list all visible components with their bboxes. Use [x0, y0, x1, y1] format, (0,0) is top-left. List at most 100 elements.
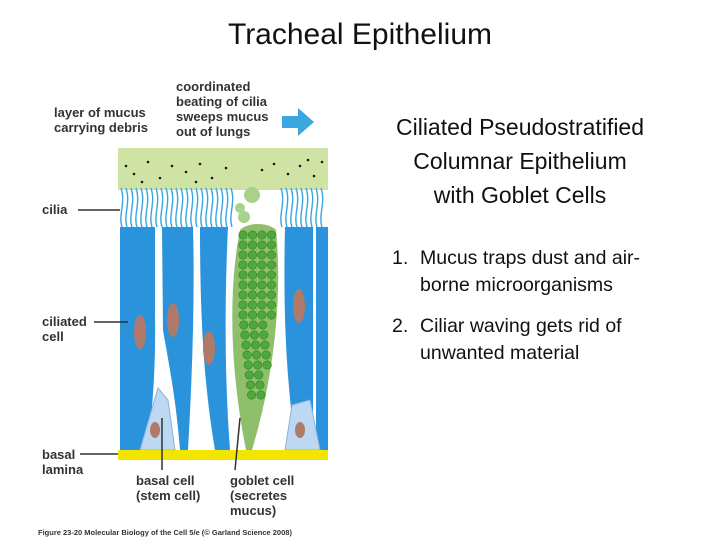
goblet-cell-leader [234, 417, 241, 471]
granule [247, 390, 257, 400]
cilium [215, 187, 219, 228]
slide-title: Tracheal Epithelium [227, 18, 492, 51]
cilium [145, 187, 149, 228]
cilium [280, 187, 284, 228]
granule [258, 320, 268, 330]
debris-dots [124, 158, 324, 184]
cilia-group [120, 187, 324, 228]
granule [260, 340, 270, 350]
cilium [205, 187, 209, 228]
debris-dot [124, 164, 128, 168]
granule [238, 310, 248, 320]
granule [251, 340, 261, 350]
cilium [160, 187, 164, 228]
basal-nucleus-2 [295, 422, 305, 438]
granule [238, 300, 248, 310]
nucleus-1 [134, 315, 146, 349]
epithelium-figure: layer of mucus carrying debris coordinat… [30, 70, 340, 540]
debris-dot [198, 162, 202, 166]
granule [267, 280, 277, 290]
granule [257, 290, 267, 300]
cilium [290, 187, 294, 228]
secreted-vesicle-1 [244, 187, 260, 203]
basal-nucleus-1 [150, 422, 160, 438]
granule [262, 360, 272, 370]
granule [257, 240, 267, 250]
debris-dot [312, 174, 316, 178]
debris-dot [298, 164, 302, 168]
granule [238, 240, 248, 250]
cilium [140, 187, 144, 228]
granule [248, 290, 258, 300]
label-basal-cell: basal cell (stem cell) [136, 473, 201, 503]
epithelium-illustration [78, 108, 328, 471]
function-list: 1. Mucus traps dust and air- borne micro… [380, 245, 680, 381]
debris-dot [210, 176, 214, 180]
granule [257, 280, 267, 290]
debris-dot [158, 176, 162, 180]
ciliated-cell-2 [162, 227, 194, 450]
granule [238, 290, 248, 300]
granule [248, 280, 258, 290]
cilium [295, 187, 299, 228]
list-item: 1. Mucus traps dust and air- borne micro… [392, 247, 641, 296]
ciliated-cell-5 [316, 227, 328, 450]
granule [257, 260, 267, 270]
debris-dot [140, 180, 144, 184]
cilium [125, 187, 129, 228]
granule [257, 250, 267, 260]
granule [240, 330, 250, 340]
epithelium-heading: Ciliated Pseudostratified Columnar Epith… [395, 114, 645, 208]
figure-caption: Figure 23-20 Molecular Biology of the Ce… [38, 528, 292, 537]
cilium [230, 187, 234, 228]
debris-dot [146, 160, 150, 164]
granule [259, 330, 269, 340]
granule [248, 230, 258, 240]
cilium [135, 187, 139, 228]
cilium [120, 187, 124, 228]
granule [267, 290, 277, 300]
label-basal-lamina: basal lamina [42, 447, 84, 477]
cilium [190, 187, 194, 228]
label-cilia: cilia [42, 202, 68, 217]
cilium [210, 187, 214, 228]
debris-dot [306, 158, 310, 162]
label-cilia-beating: coordinated beating of cilia sweeps mucu… [176, 79, 269, 139]
cilium [185, 187, 189, 228]
granule [252, 350, 262, 360]
basal-lamina [118, 450, 328, 460]
granule [248, 310, 258, 320]
secreted-vesicle-2 [235, 203, 245, 213]
granule [255, 380, 265, 390]
nucleus-3 [203, 331, 215, 365]
debris-dot [194, 180, 198, 184]
debris-dot [260, 168, 264, 172]
ciliated-cell-4 [284, 227, 313, 450]
granule [267, 300, 277, 310]
granule [267, 240, 277, 250]
granule [248, 270, 258, 280]
granule [243, 360, 253, 370]
granule [248, 250, 258, 260]
granule [253, 360, 263, 370]
label-goblet-cell: goblet cell (secretes mucus) [230, 473, 295, 518]
granule [238, 230, 248, 240]
granule [257, 300, 267, 310]
granule [248, 320, 258, 330]
granule [238, 260, 248, 270]
debris-dot [184, 170, 188, 174]
cilium [175, 187, 179, 228]
cilium [305, 187, 309, 228]
ciliated-cells [120, 227, 328, 450]
cilium [285, 187, 289, 228]
cilium [155, 187, 159, 228]
label-mucus-layer: layer of mucus carrying debris [54, 105, 148, 135]
cilium [195, 187, 199, 228]
cilium [225, 187, 229, 228]
granule [261, 350, 271, 360]
beating-direction-arrow [282, 108, 314, 136]
granule [241, 340, 251, 350]
granule [244, 370, 254, 380]
granule [267, 310, 277, 320]
granule [267, 270, 277, 280]
